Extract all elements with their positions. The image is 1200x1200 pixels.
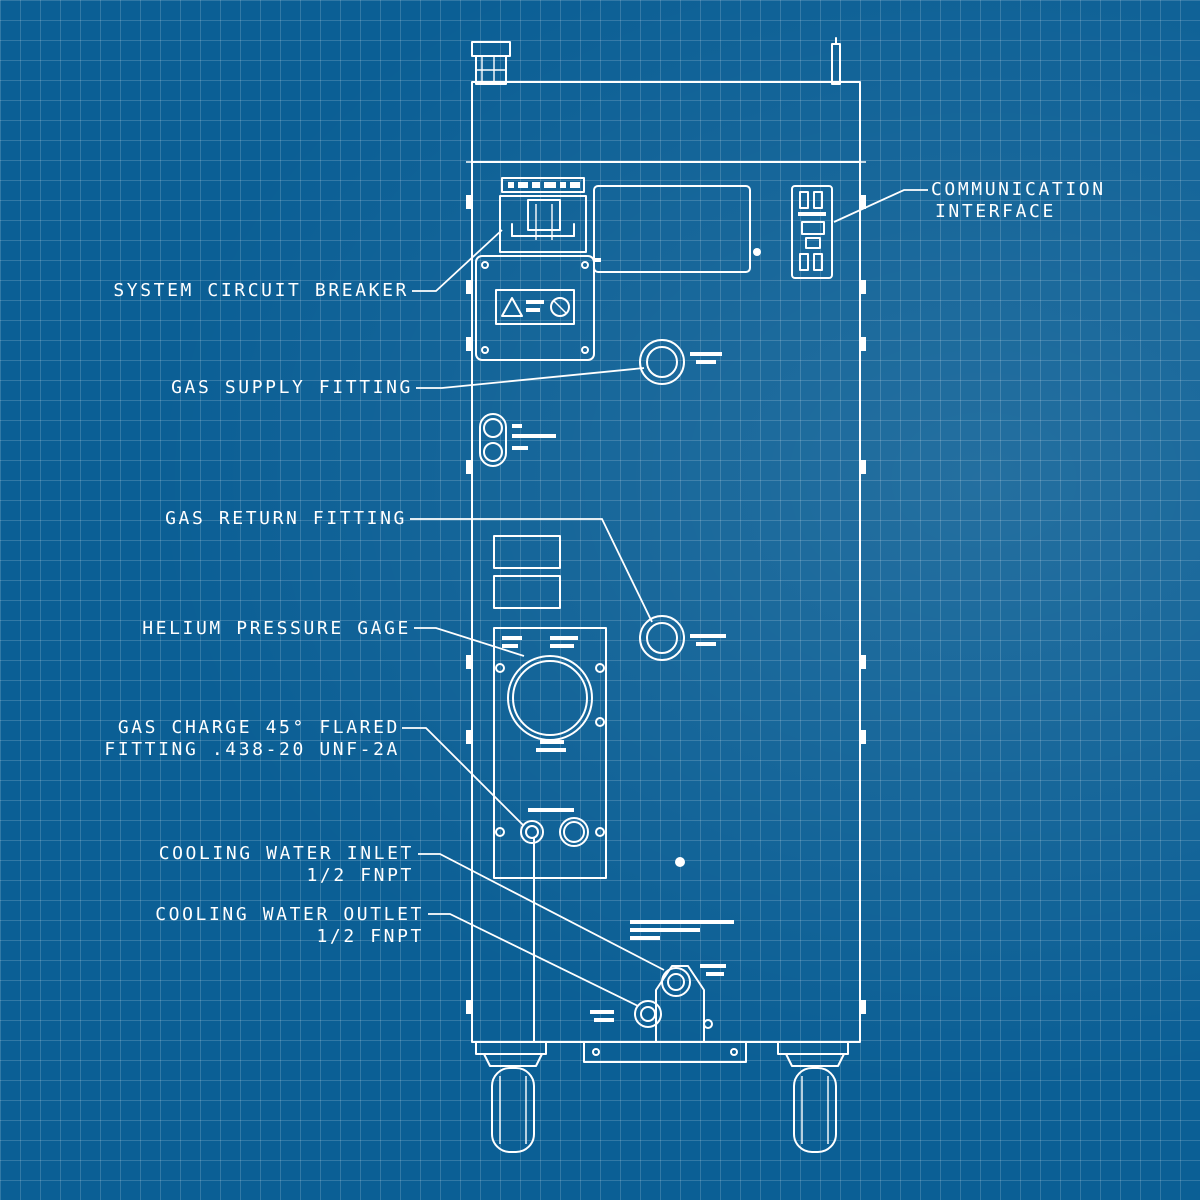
display-window xyxy=(593,185,761,273)
leader-communication xyxy=(833,189,928,223)
leader-gas-return xyxy=(410,518,653,623)
leader-water-inlet xyxy=(418,853,665,971)
label-text-line2: FITTING .438-20 UNF-2A xyxy=(104,739,400,760)
leader-gas-supply xyxy=(416,367,645,389)
leader-circuit-breaker xyxy=(412,229,503,292)
label-cooling-water-outlet: COOLING WATER OUTLET 1/2 FNPT xyxy=(155,904,424,948)
label-text: HELIUM PRESSURE GAGE xyxy=(142,618,411,639)
right-caster xyxy=(777,1041,849,1153)
label-text: GAS RETURN FITTING xyxy=(165,508,407,529)
cabinet-outline xyxy=(466,81,866,1043)
label-helium-pressure-gage: HELIUM PRESSURE GAGE xyxy=(142,618,411,640)
label-text-line2: 1/2 FNPT xyxy=(306,865,414,886)
label-text-line2: INTERFACE xyxy=(935,201,1056,222)
gas-return-fitting xyxy=(639,615,726,661)
cooling-water-fittings xyxy=(590,920,734,1043)
label-text: SYSTEM CIRCUIT BREAKER xyxy=(113,280,409,301)
top-cable-gland xyxy=(471,41,511,85)
leader-lines xyxy=(402,189,928,1007)
label-gas-supply-fitting: GAS SUPPLY FITTING xyxy=(171,377,413,399)
circuit-breaker xyxy=(499,177,587,253)
label-gas-return-fitting: GAS RETURN FITTING xyxy=(165,508,407,530)
top-antenna xyxy=(831,37,841,85)
label-text-line1: COOLING WATER OUTLET xyxy=(155,904,424,925)
communication-interface-panel xyxy=(791,185,833,279)
leader-water-outlet xyxy=(428,913,639,1007)
label-cooling-water-inlet: COOLING WATER INLET 1/2 FNPT xyxy=(159,843,414,887)
label-text-line2: 1/2 FNPT xyxy=(316,926,424,947)
cabinet-rivet xyxy=(675,857,685,867)
base-bracket xyxy=(583,1041,747,1063)
electrical-panel xyxy=(475,255,595,361)
label-communication-interface: COMMUNICATION INTERFACE xyxy=(931,179,1106,223)
helium-gauge-panel xyxy=(493,627,607,1043)
label-plates xyxy=(493,535,561,609)
label-text: GAS SUPPLY FITTING xyxy=(171,377,413,398)
leader-helium-gauge xyxy=(414,627,525,657)
left-caster xyxy=(475,1041,547,1153)
label-system-circuit-breaker: SYSTEM CIRCUIT BREAKER xyxy=(113,280,409,302)
label-text-line1: COOLING WATER INLET xyxy=(158,843,414,864)
indicator-lamps xyxy=(479,413,556,467)
leader-gas-charge xyxy=(402,727,525,827)
label-text-line1: GAS CHARGE 45° FLARED xyxy=(117,717,400,738)
label-text-line1: COMMUNICATION xyxy=(931,179,1106,200)
gas-supply-fitting xyxy=(639,339,722,385)
label-gas-charge-fitting: GAS CHARGE 45° FLARED FITTING .438-20 UN… xyxy=(104,717,400,761)
